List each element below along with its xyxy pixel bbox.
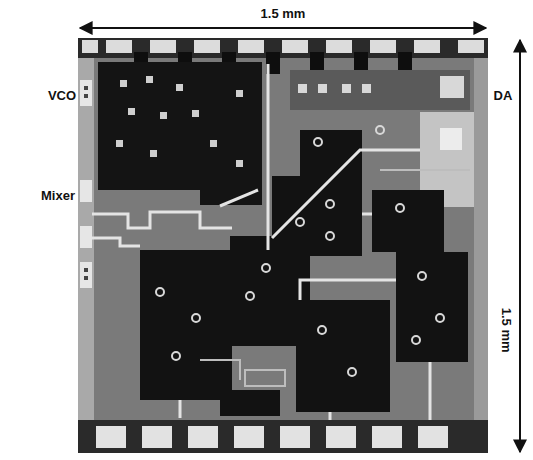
chip-die <box>78 38 488 453</box>
block-label: Mixer <box>40 189 76 203</box>
dimension-arrow <box>519 40 521 452</box>
dimension-label: 1.5 mm <box>498 307 512 354</box>
dimension-label: 1.5 mm <box>260 7 307 21</box>
block-label: DA <box>493 89 514 103</box>
dimension-arrow <box>80 27 486 29</box>
block-label: VCO <box>47 89 77 103</box>
